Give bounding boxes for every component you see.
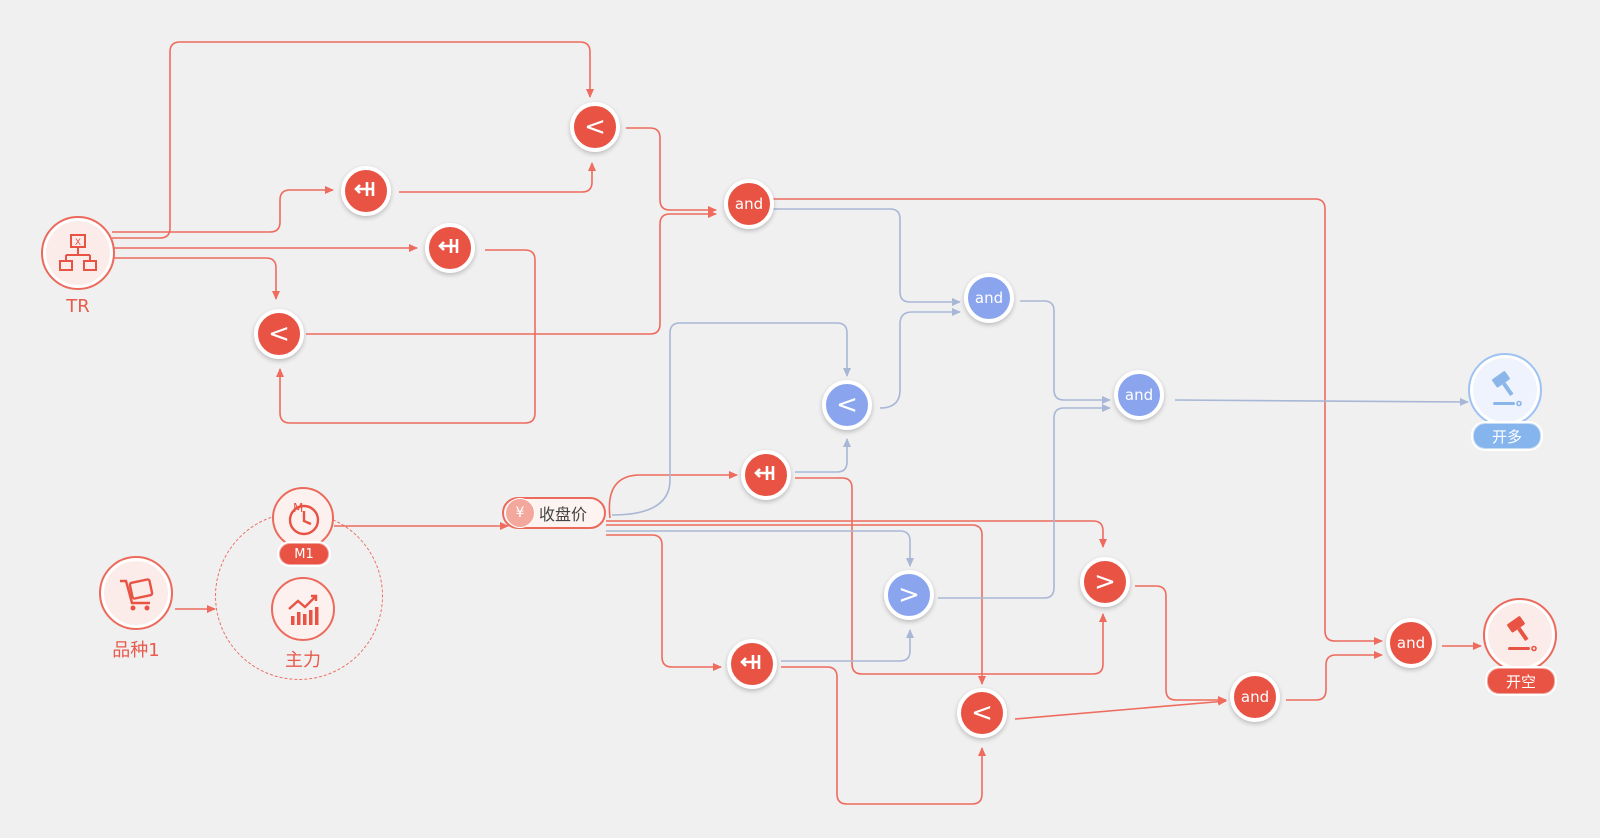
lt-operator-blue[interactable]: < (822, 380, 872, 430)
tr-node[interactable]: X (41, 216, 115, 290)
ref-operator-1[interactable] (341, 166, 391, 216)
clock-letter: M (293, 501, 303, 515)
and-operator-blue-2[interactable]: and (1114, 370, 1164, 420)
trend-chart-icon (288, 594, 319, 625)
ref-shift-icon (739, 651, 765, 677)
open-short-node[interactable] (1483, 598, 1557, 672)
lt-operator-3[interactable]: < (957, 688, 1007, 738)
gavel-icon (1507, 616, 1537, 652)
cart-icon (120, 578, 154, 611)
period-node[interactable]: M (272, 487, 334, 549)
ref-shift-icon (353, 178, 379, 204)
symbol-label: 品种1 (112, 640, 160, 661)
hierarchy-icon: X (59, 234, 97, 271)
ref-shift-icon (437, 235, 463, 261)
lt-operator-2[interactable]: < (254, 309, 304, 359)
ref-operator-3[interactable] (741, 450, 791, 500)
ref-operator-2[interactable] (425, 223, 475, 273)
ref-operator-4[interactable] (727, 639, 777, 689)
gt-operator-blue[interactable]: > (884, 570, 934, 620)
tr-label: TR (66, 296, 90, 317)
and-operator-1[interactable]: and (724, 179, 774, 229)
open-long-node[interactable] (1468, 353, 1542, 427)
gavel-icon (1492, 371, 1522, 407)
yen-icon: ¥ (505, 498, 535, 528)
period-badge: M1 (279, 543, 329, 565)
and-operator-blue-1[interactable]: and (964, 273, 1014, 323)
ref-shift-icon (753, 462, 779, 488)
main-contract-label: 主力 (285, 650, 321, 671)
tr-box-letter: X (75, 238, 81, 248)
and-operator-3[interactable]: and (1386, 618, 1436, 668)
gt-operator-1[interactable]: > (1080, 557, 1130, 607)
and-operator-2[interactable]: and (1230, 672, 1280, 722)
close-price-label: 收盘价 (539, 505, 588, 524)
clock-icon: M (288, 501, 320, 536)
lt-operator-1[interactable]: < (570, 102, 620, 152)
main-contract-node[interactable] (271, 577, 335, 641)
open-long-label: 开多 (1473, 423, 1541, 449)
symbol-node[interactable] (99, 556, 173, 630)
open-short-label: 开空 (1487, 668, 1555, 694)
close-price-node[interactable]: ¥ 收盘价 (502, 497, 606, 529)
